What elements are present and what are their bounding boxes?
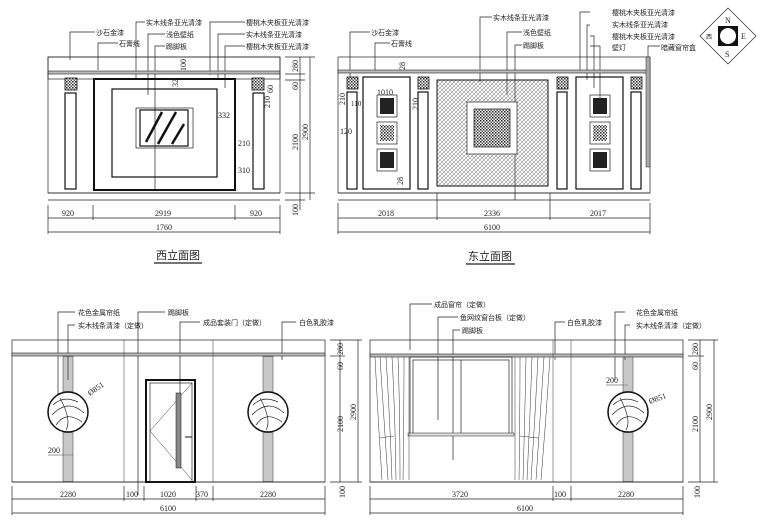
svg-text:2100: 2100 <box>691 416 700 432</box>
dim-label: 2280 <box>260 490 276 499</box>
svg-text:西: 西 <box>706 34 712 41</box>
callout-label: 成品窗帘（定做） <box>434 300 490 309</box>
svg-text:2100: 2100 <box>291 134 300 150</box>
svg-text:32: 32 <box>171 79 180 87</box>
callout-label: 樱桃木夹板亚光清漆 <box>246 18 309 27</box>
callout-label: 花色金属帘纸 <box>636 308 678 317</box>
callout-label: 樱桃木夹板亚光清漆 <box>246 42 309 51</box>
svg-text:210: 210 <box>238 139 250 148</box>
svg-text:332: 332 <box>218 111 230 120</box>
svg-text:28: 28 <box>398 62 407 70</box>
elevation-title: 东立面图 <box>468 249 512 263</box>
dim-label: 2919 <box>155 209 171 218</box>
dim-label: 920 <box>62 209 74 218</box>
callout-label: 实木线条清漆（定做） <box>636 321 706 330</box>
callout-label: 壁灯 <box>612 43 626 52</box>
east-elevation: 沙石金漆 石膏线 实木线条亚光清漆 浅色壁纸 踢脚板 樱桃木夹板亚光清漆 实木线… <box>337 7 757 265</box>
callout-label: 踢脚板 <box>168 308 189 317</box>
svg-text:60: 60 <box>691 362 700 370</box>
svg-text:100: 100 <box>338 486 347 498</box>
callout-label: 鱼网纹窗台板（定做） <box>460 313 530 322</box>
dim-label: 370 <box>196 490 208 499</box>
dim-label: 100 <box>554 490 566 499</box>
callout-label: 实木线条亚光清漆 <box>612 20 668 29</box>
callout-label: 成品套装门（定做） <box>203 318 266 327</box>
svg-text:110: 110 <box>351 100 362 108</box>
dim-label: 2280 <box>60 490 76 499</box>
callout-label: 实木线条亚光清漆 <box>246 30 302 39</box>
dim-label: 100 <box>126 490 138 499</box>
svg-text:210: 210 <box>411 98 420 110</box>
svg-text:1010: 1010 <box>377 88 393 97</box>
svg-text:210: 210 <box>263 96 272 108</box>
svg-text:2900: 2900 <box>705 404 714 420</box>
svg-text:Ø851: Ø851 <box>648 391 668 406</box>
svg-text:28: 28 <box>396 177 405 185</box>
callout-label: 花色金属帘纸 <box>78 308 120 317</box>
west-elevation: 沙石金漆 石膏线 实木线条亚光清漆 浅色壁纸 踢脚板 樱桃木夹板亚光清漆 实木线… <box>47 18 315 264</box>
svg-text:280: 280 <box>336 343 345 355</box>
dim-label: 2018 <box>378 209 394 218</box>
callout-label: 暗藏窗帘盒 <box>661 43 696 52</box>
elevation-title: 西立面图 <box>156 248 200 262</box>
svg-text:Ø851: Ø851 <box>86 380 106 398</box>
callout-label: 踢脚板 <box>166 42 187 51</box>
dim-label: 920 <box>250 209 262 218</box>
callout-label: 实木线条亚光清漆 <box>493 13 549 22</box>
svg-text:100: 100 <box>693 486 702 498</box>
dim-label: 2336 <box>484 209 500 218</box>
callout-label: 实木线条清漆（定做） <box>78 321 148 330</box>
callout-label: 实木线条亚光清漆 <box>146 18 202 27</box>
callout-label: 白色乳胶漆 <box>299 318 334 327</box>
south-elevation: 花色金属帘纸 实木线条清漆（定做） 踢脚板 成品套装门（定做） 白色乳胶漆 Ø8… <box>11 308 362 515</box>
dim-total: 1760 <box>156 223 172 232</box>
callout-label: 石膏线 <box>119 39 140 48</box>
svg-text:200: 200 <box>48 446 60 455</box>
svg-text:200: 200 <box>606 376 618 385</box>
dim-total: 6100 <box>160 504 176 513</box>
svg-text:2100: 2100 <box>336 416 345 432</box>
dim-total: 6100 <box>484 223 500 232</box>
svg-text:2900: 2900 <box>349 404 358 420</box>
svg-text:280: 280 <box>691 343 700 355</box>
dim-label: 2017 <box>590 209 606 218</box>
callout-label: 石膏线 <box>391 39 412 48</box>
svg-text:N: N <box>725 16 731 25</box>
svg-text:60: 60 <box>266 85 275 93</box>
svg-text:100: 100 <box>179 59 188 71</box>
svg-text:60: 60 <box>291 82 300 90</box>
svg-text:S: S <box>725 50 729 59</box>
callout-label: 白色乳胶漆 <box>567 318 602 327</box>
north-elevation: 成品窗帘（定做） 鱼网纹窗台板（定做） 踢脚板 白色乳胶漆 花色金属帘纸 实木线… <box>369 300 718 515</box>
svg-text:310: 310 <box>238 166 250 175</box>
svg-text:60: 60 <box>336 362 345 370</box>
dim-label: 3720 <box>452 490 468 499</box>
svg-text:280: 280 <box>291 60 300 72</box>
svg-text:120: 120 <box>340 127 352 136</box>
svg-text:2900: 2900 <box>301 124 310 140</box>
callout-label: 樱桃木夹板亚光清漆 <box>612 8 675 17</box>
dim-label: 1020 <box>160 490 176 499</box>
svg-text:E: E <box>741 32 746 41</box>
dim-label: 2280 <box>618 490 634 499</box>
right-dimensions: 280 60 2100 2900 100 <box>291 60 310 216</box>
callout-label: 踢脚板 <box>462 326 483 335</box>
callout-label: 樱桃木夹板亚光清漆 <box>612 32 675 41</box>
svg-text:100: 100 <box>291 204 300 216</box>
callout-label: 踢脚板 <box>523 41 544 50</box>
dim-total: 6100 <box>517 504 533 513</box>
compass-icon: N E S 西 <box>699 7 757 65</box>
callout-label: 浅色壁纸 <box>166 30 194 39</box>
svg-text:210: 210 <box>338 93 347 105</box>
callout-label: 沙石金漆 <box>371 28 399 37</box>
callout-label: 沙石金漆 <box>96 28 124 37</box>
callout-label: 浅色壁纸 <box>523 28 551 37</box>
